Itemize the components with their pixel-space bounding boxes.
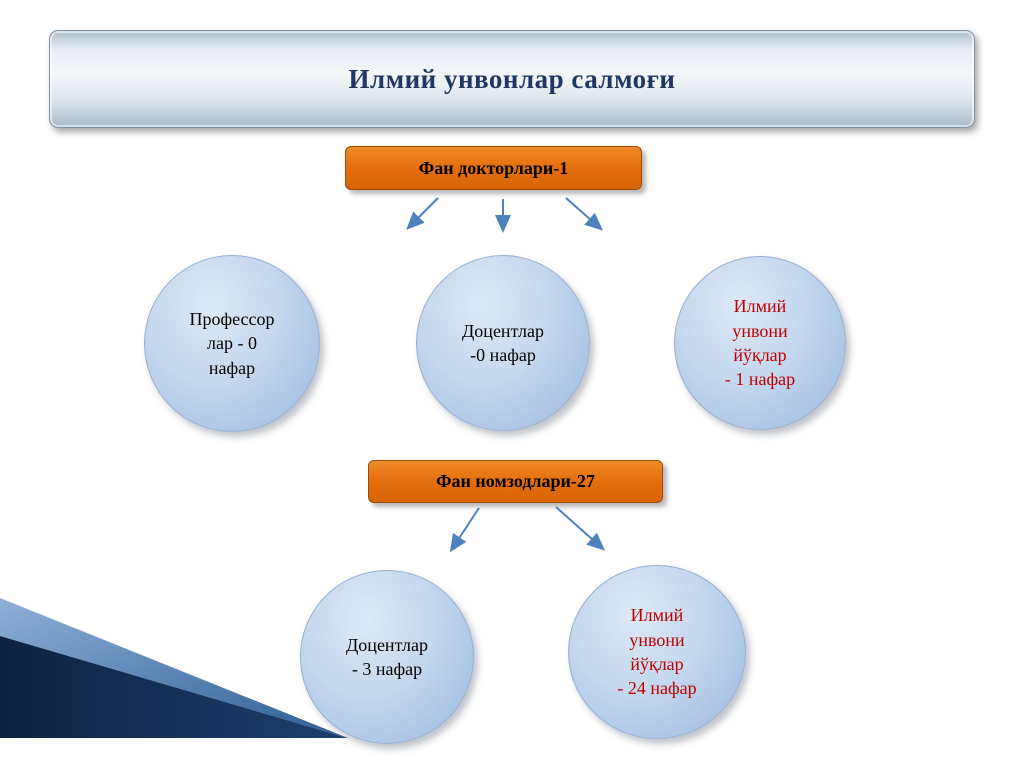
title-banner: Илмий унвонлар салмоғи [49,30,975,128]
arrow-nomzod-to-dotsent [449,507,480,553]
circle-ilmiy-unvoni-yuqlar-24: Илмий унвони йўқлар - 24 нафар [568,565,746,739]
fan-doktorlari-box: Фан докторлари-1 [345,146,642,190]
circle-label: Доцентлар -0 нафар [462,320,544,365]
slide-title: Илмий унвонлар салмоғи [348,63,676,94]
corner-band [0,598,348,738]
circle-label: Профессор лар - 0 нафар [189,309,275,378]
arrow-nomzod-to-yuqlar [555,506,605,551]
circle-ilmiy-unvoni-yuqlar-1: Илмий унвони йўқлар - 1 нафар [674,256,846,430]
arrow-doktor-to-yuqlar [565,197,603,231]
circle-label: Илмий унвони йўқлар - 24 нафар [617,605,697,699]
arrow-doktor-to-professor [406,197,439,230]
circle-dotsentlar-3: Доцентлар - 3 нафар [300,570,474,744]
circle-label: Илмий унвони йўқлар - 1 нафар [724,296,796,390]
circle-label: Доцентлар - 3 нафар [346,634,428,679]
corner-triangle [0,636,348,738]
fan-nomzodlari-box: Фан номзодлари-27 [368,460,663,503]
fan-doktorlari-label: Фан докторлари-1 [418,157,569,178]
circle-dotsentlar-0: Доцентлар -0 нафар [416,255,590,431]
circle-professorlar-0: Профессор лар - 0 нафар [144,255,320,432]
fan-nomzodlari-label: Фан номзодлари-27 [436,471,595,491]
